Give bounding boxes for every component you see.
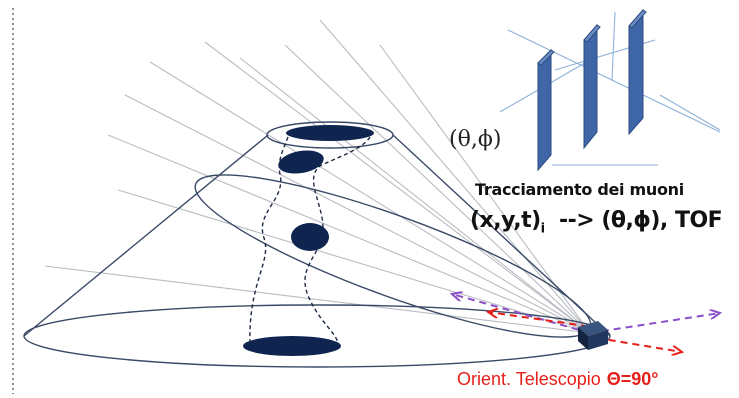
cavity-slice-upper (278, 150, 324, 174)
cone-left-side (23, 134, 269, 337)
ray (239, 57, 591, 334)
tracking-planes-icon (499, 8, 721, 172)
telescope-box-icon (578, 321, 608, 350)
cavity-slice-top (286, 125, 374, 141)
tracking-title: Tracciamento dei muoni (475, 180, 684, 199)
formula-text: (x,y,t)i --> (θ,ϕ), TOF (470, 208, 723, 237)
angles-label: (θ,ϕ) (449, 127, 502, 152)
purple-arrow-right (589, 313, 720, 334)
ray (44, 265, 591, 334)
cavity-slices (243, 125, 374, 356)
ray (107, 134, 591, 334)
formula-rest: --> (θ,ϕ), TOF (558, 208, 723, 233)
cavity-channel (249, 136, 371, 346)
plane-axes (499, 11, 721, 166)
ray (117, 189, 591, 334)
ray (204, 41, 591, 334)
formula-main: (x,y,t) (470, 208, 541, 233)
cone-top-ellipse (266, 121, 394, 149)
cavity-slice-middle (291, 223, 329, 251)
ray (284, 44, 591, 334)
muon-rays (44, 19, 591, 334)
detector-plane (537, 8, 647, 172)
purple-trajectory-arrows (452, 294, 720, 334)
cavity-slice-bottom (243, 336, 341, 356)
red-arrow-left (488, 312, 601, 329)
orientation-value: Θ=90° (606, 369, 659, 389)
ray (319, 19, 591, 334)
cone-base-ellipse (23, 304, 611, 368)
formula-subscript: i (540, 221, 545, 237)
ray (124, 94, 591, 334)
ray (149, 61, 591, 334)
orientation-text: Orient. Telescopio (457, 369, 601, 389)
